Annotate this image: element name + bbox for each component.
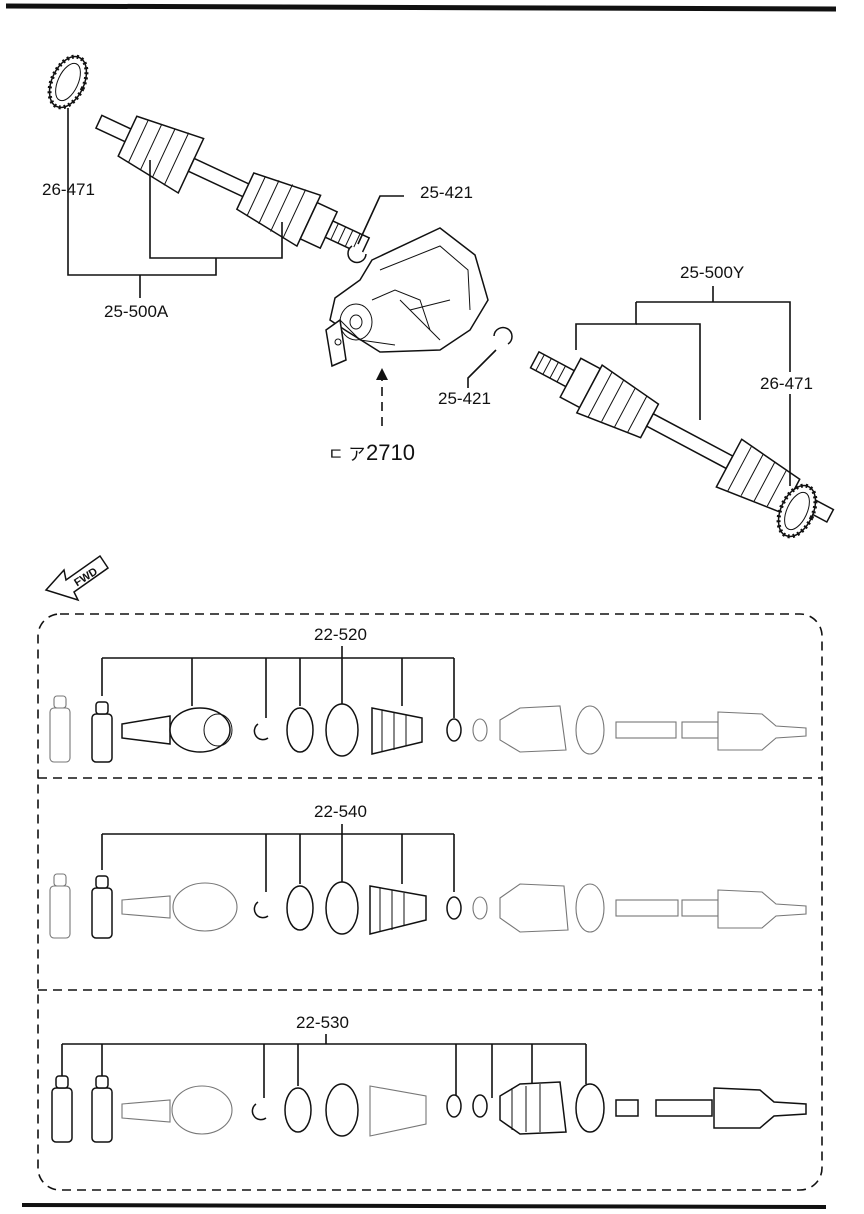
kit1-leaders bbox=[101, 646, 455, 718]
label-ring-right-bg bbox=[756, 372, 822, 394]
kit2-leaders bbox=[101, 824, 455, 892]
left-drive-shaft bbox=[94, 114, 371, 256]
left-abs-ring bbox=[47, 54, 89, 110]
kits-box bbox=[37, 613, 823, 1191]
kit3-parts bbox=[51, 1075, 807, 1143]
leader-left-shaft bbox=[149, 160, 283, 259]
label-kit1: 22-520 bbox=[314, 625, 367, 644]
right-drive-shaft bbox=[529, 350, 835, 523]
right-abs-ring bbox=[776, 483, 818, 539]
fwd-arrow: FWD bbox=[44, 554, 110, 602]
leader-clip-top bbox=[357, 195, 404, 245]
label-shaft-left: 25-500A bbox=[104, 302, 169, 321]
ref-arrow-head bbox=[376, 368, 388, 380]
label-shaft-right: 25-500Y bbox=[680, 263, 744, 282]
differential-housing bbox=[325, 227, 489, 368]
label-ring-right: 26-471 bbox=[760, 374, 813, 393]
label-clip-top: 25-421 bbox=[420, 183, 473, 202]
clip-bottom bbox=[493, 326, 513, 345]
label-ref-prefix: ㄷ ア bbox=[328, 445, 365, 464]
leader-right-top bbox=[636, 286, 791, 486]
leader-left-ring bbox=[67, 108, 217, 276]
label-clip-bottom: 25-421 bbox=[438, 389, 491, 408]
kit1-parts bbox=[49, 695, 807, 763]
label-kit2: 22-540 bbox=[314, 802, 367, 821]
label-kit3: 22-530 bbox=[296, 1013, 349, 1032]
kit2-parts bbox=[49, 873, 807, 939]
label-ref-number: 2710 bbox=[366, 440, 415, 465]
kit3-leaders bbox=[61, 1034, 587, 1098]
clip-top bbox=[347, 245, 367, 264]
leader-right-outer bbox=[636, 323, 701, 420]
leader-clip-bottom bbox=[467, 349, 497, 388]
leader-right-inner bbox=[575, 302, 637, 350]
bottom-rule bbox=[21, 1203, 827, 1209]
label-ring-left: 26-471 bbox=[42, 180, 95, 199]
top-rule bbox=[5, 3, 837, 12]
